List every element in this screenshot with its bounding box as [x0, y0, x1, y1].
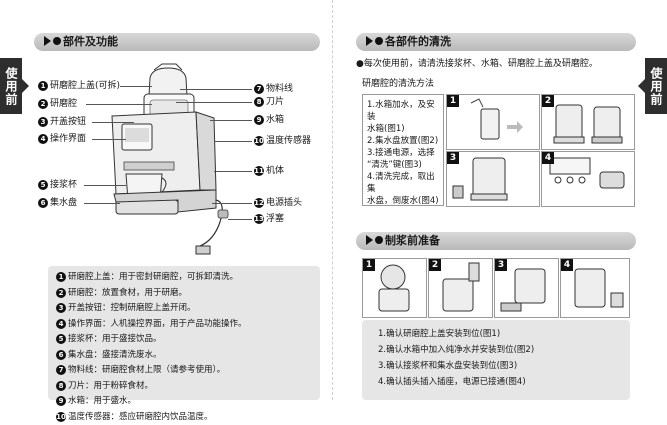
clean-panel-2: 2: [541, 94, 635, 150]
leader-line-6: [84, 203, 120, 204]
leader-line-5: [84, 185, 126, 186]
water-tank-icon: [447, 95, 539, 149]
panel-number: 1: [447, 95, 459, 107]
parts-section-header: 部件及功能: [34, 33, 320, 51]
prep-panel-4: 4: [560, 258, 630, 318]
prep-section-title: 制浆前准备: [385, 234, 440, 247]
arrow-icon: [44, 36, 51, 46]
page-divider: [332, 0, 333, 400]
leader-line-13: [228, 219, 252, 220]
left-side-tab: 使用前: [0, 58, 22, 114]
panel-number: 4: [561, 259, 573, 271]
panel-number: 3: [447, 152, 459, 164]
machine-plug-icon: [447, 152, 539, 206]
cleaning-section-header: 各部件的清洗: [356, 33, 636, 51]
leader-line-7: [180, 89, 252, 90]
clean-step-line: 水盘，倒废水(图4): [367, 195, 439, 207]
arrow-icon: [366, 36, 373, 46]
prep-step-1: 1.确认研磨腔上盖安装到位(图1): [370, 326, 630, 342]
leader-line-8: [176, 102, 252, 103]
arrow-icon: [366, 235, 373, 245]
clean-step-line: 3.接通电源，选择: [367, 147, 439, 159]
clean-step-line: 水箱(图1): [367, 123, 439, 135]
cleaning-steps-box: 1.水箱加水，及安装 水箱(图1) 2.集水盘放置(图2) 3.接通电源，选择 …: [362, 94, 444, 206]
right-side-tab-label: 使用前: [649, 67, 663, 106]
cleaning-intro: ●每次使用前，请清洗接浆杯、水箱、研磨腔上盖及研磨腔。: [356, 58, 598, 70]
dot-icon: [53, 37, 61, 45]
right-side-tab: 使用前: [645, 58, 667, 114]
leader-line-10: [214, 141, 252, 142]
left-tab-pointer: [22, 79, 29, 93]
prep-panel-1: 1: [362, 258, 427, 318]
leader-line-3: [92, 122, 134, 123]
dot-icon: [375, 236, 383, 244]
leader-line-9: [210, 120, 252, 121]
clean-panel-1: 1: [446, 94, 540, 150]
clean-step-line: “清洗”键(图3): [367, 159, 439, 171]
prep-section-header: 制浆前准备: [356, 232, 636, 250]
parts-section-title: 部件及功能: [63, 35, 118, 48]
panel-number: 2: [542, 95, 554, 107]
cleaning-section-title: 各部件的清洗: [385, 35, 451, 48]
prep-steps-box: 1.确认研磨腔上盖安装到位(图1) 2.确认水箱中加入纯净水并安装到位(图2) …: [362, 320, 630, 400]
leader-line-12: [212, 203, 252, 204]
panel-number: 2: [429, 259, 441, 271]
prep-step-3: 3.确认接浆杯和集水盘安装到位(图3): [370, 358, 630, 374]
leader-line-11: [214, 171, 252, 172]
clean-step-line: 4.清洗完成，取出集: [367, 171, 439, 195]
prep-step-4: 4.确认插头插入插座，电源已接通(图4): [370, 374, 630, 390]
prep-panel-2: 2: [428, 258, 493, 318]
prep-step-2: 2.确认水箱中加入纯净水并安装到位(图2): [370, 342, 630, 358]
cleaning-subhead: 研磨腔的清洗方法: [362, 78, 434, 90]
machine-icon: [542, 95, 634, 149]
dot-icon: [375, 37, 383, 45]
left-side-tab-label: 使用前: [4, 67, 18, 106]
clean-step-line: 2.集水盘放置(图2): [367, 135, 439, 147]
panel-number: 4: [542, 152, 554, 164]
leader-line-4: [92, 139, 126, 140]
control-panel-icon: [542, 152, 634, 206]
right-tab-pointer: [638, 79, 645, 93]
panel-number: 3: [495, 259, 507, 271]
leader-line-2: [86, 104, 152, 105]
panel-number: 1: [363, 259, 375, 271]
prep-panel-3: 3: [494, 258, 559, 318]
leader-line-1: [120, 86, 152, 87]
clean-panel-3: 3: [446, 151, 540, 207]
clean-panel-4: 4: [541, 151, 635, 207]
clean-step-line: 1.水箱加水，及安装: [367, 99, 439, 123]
